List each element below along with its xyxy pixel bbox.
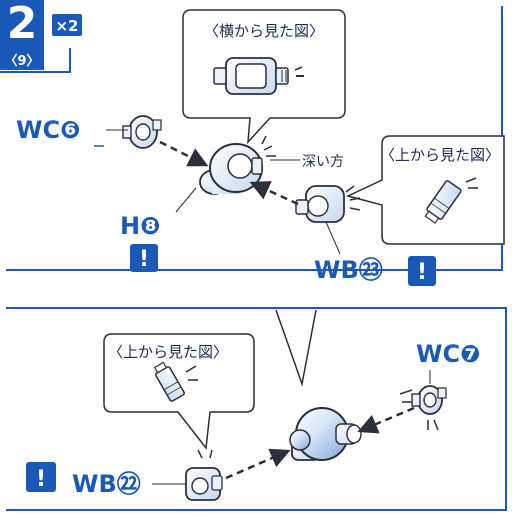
top-view-callout-upper: 〈上から見た図〉 — [345, 135, 505, 245]
h8-label-leader — [175, 187, 197, 213]
top-view-callout-lower: 〈上から見た図〉 — [103, 333, 255, 450]
top-view-part-icon-lower — [153, 361, 185, 402]
ball-joint-part — [289, 407, 362, 461]
warning-icon-wb23: ! — [408, 256, 436, 286]
svg-text:!: ! — [417, 260, 427, 285]
label-wc7: WC❼ — [416, 340, 480, 368]
wc7-part — [411, 385, 447, 415]
arrow-wc6-to-h8 — [159, 140, 209, 167]
label-wb23: WB㉓ — [314, 256, 383, 284]
warning-icon-h8: ! — [130, 244, 158, 272]
wc7-highlight-marks — [399, 389, 439, 431]
step-sub-count: 〈9〉 — [4, 53, 39, 69]
label-deep-side: 深い方 — [302, 154, 344, 170]
svg-text:!: ! — [36, 467, 46, 492]
h8-highlight-marks — [261, 135, 276, 157]
wb23-leader — [325, 221, 341, 255]
side-view-caption: 〈横から見た図〉 — [204, 22, 324, 40]
arrow-wc7-to-ball — [357, 406, 415, 434]
wb22-part — [185, 467, 223, 501]
wb22-highlight-marks — [197, 449, 213, 459]
side-view-callout: 〈横から見た図〉 — [182, 9, 346, 145]
top-view-part-icon-upper — [424, 180, 462, 224]
arrow-wb23-to-h8 — [249, 181, 299, 206]
wb23-part — [295, 185, 345, 223]
top-view-caption-upper: 〈上から見た図〉 — [380, 146, 500, 164]
side-view-part-icon — [213, 57, 304, 95]
step-multiplier: ×2 — [55, 17, 78, 35]
svg-text:!: ! — [139, 247, 149, 272]
lower-panel-frame — [6, 307, 507, 511]
upper-panel-frame — [0, 6, 503, 271]
step-number: 2 — [7, 0, 38, 49]
label-wb22: WB㉒ — [72, 470, 141, 498]
label-h8: H❽ — [120, 212, 160, 240]
wc6-part — [122, 115, 162, 149]
top-view-caption-lower: 〈上から見た図〉 — [108, 343, 228, 361]
wb23-highlight-marks — [345, 185, 361, 211]
step-badge: 2 〈9〉 ×2 — [0, 0, 82, 70]
h8-part — [199, 143, 263, 195]
panel-connector-line — [275, 309, 317, 387]
label-wc6: WC❻ — [16, 116, 80, 144]
warning-icon-wb22: ! — [26, 462, 56, 492]
arrow-wb22-to-ball — [225, 448, 291, 480]
